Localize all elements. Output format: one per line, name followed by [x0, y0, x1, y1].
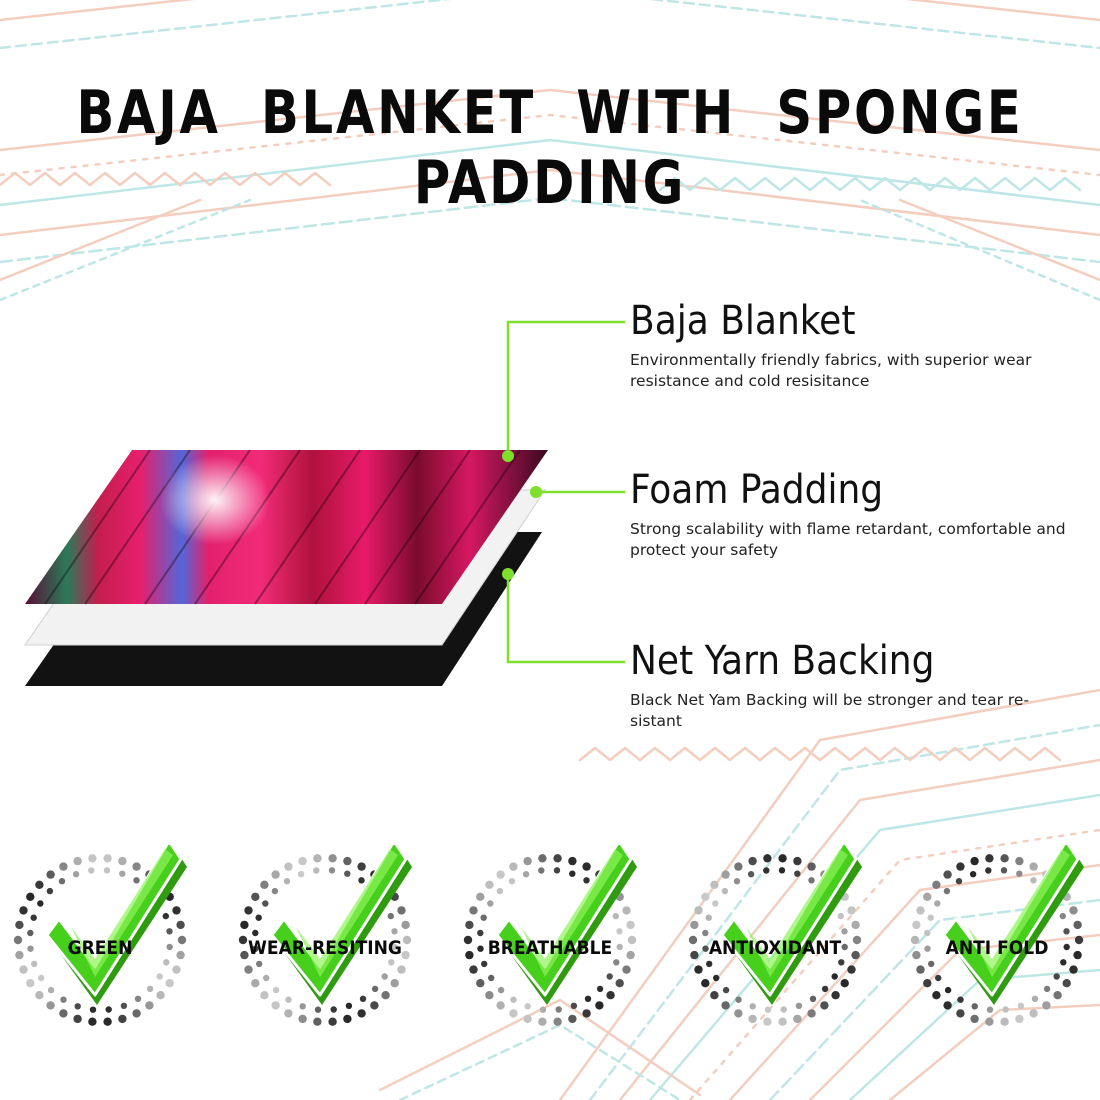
feature-badge-0: GREEN: [5, 845, 195, 1035]
feature-label: ANTIOXIDANT: [708, 937, 842, 959]
feature-badge-1: WEAR-RESITING: [230, 845, 420, 1035]
layer-callout-net-yarn-backing: Net Yarn Backing Black Net Yam Backing w…: [630, 638, 1080, 732]
feature-label: GREEN: [67, 937, 133, 959]
green-checkmark-icon: [45, 845, 187, 1005]
green-checkmark-icon: [720, 845, 862, 1005]
green-checkmark-icon: [495, 845, 637, 1005]
feature-label: WEAR-RESITING: [248, 937, 402, 959]
baja-blanket-layer: [25, 450, 548, 604]
dotted-circle-icon: [910, 854, 1084, 1026]
feature-label: ANTI FOLD: [945, 937, 1049, 959]
feature-badge-4: ANTI FOLD: [902, 845, 1092, 1035]
page-title: BAJA BLANKET WITH SPONGE PADDING: [76, 78, 1024, 218]
layer-description: Strong scalability with flame retardant,…: [630, 520, 1066, 559]
layer-callout-foam-padding: Foam Padding Strong scalability with fla…: [630, 467, 1080, 561]
layer-title: Baja Blanket: [630, 298, 856, 344]
layer-callout-baja-blanket: Baja Blanket Environmentally friendly fa…: [630, 298, 1080, 392]
layer-description: Black Net Yam Backing will be stronger a…: [630, 691, 1030, 730]
layer-description: Environmentally friendly fabrics, with s…: [630, 351, 1032, 390]
layer-title: Net Yarn Backing: [630, 638, 935, 684]
layer-title: Foam Padding: [630, 467, 884, 513]
dotted-circle-icon: [463, 854, 637, 1026]
green-checkmark-icon: [942, 845, 1084, 1005]
feature-badge-3: ANTIOXIDANT: [680, 845, 870, 1035]
green-checkmark-icon: [270, 845, 412, 1005]
feature-badge-2: BREATHABLE: [455, 845, 645, 1035]
feature-label: BREATHABLE: [487, 937, 613, 959]
